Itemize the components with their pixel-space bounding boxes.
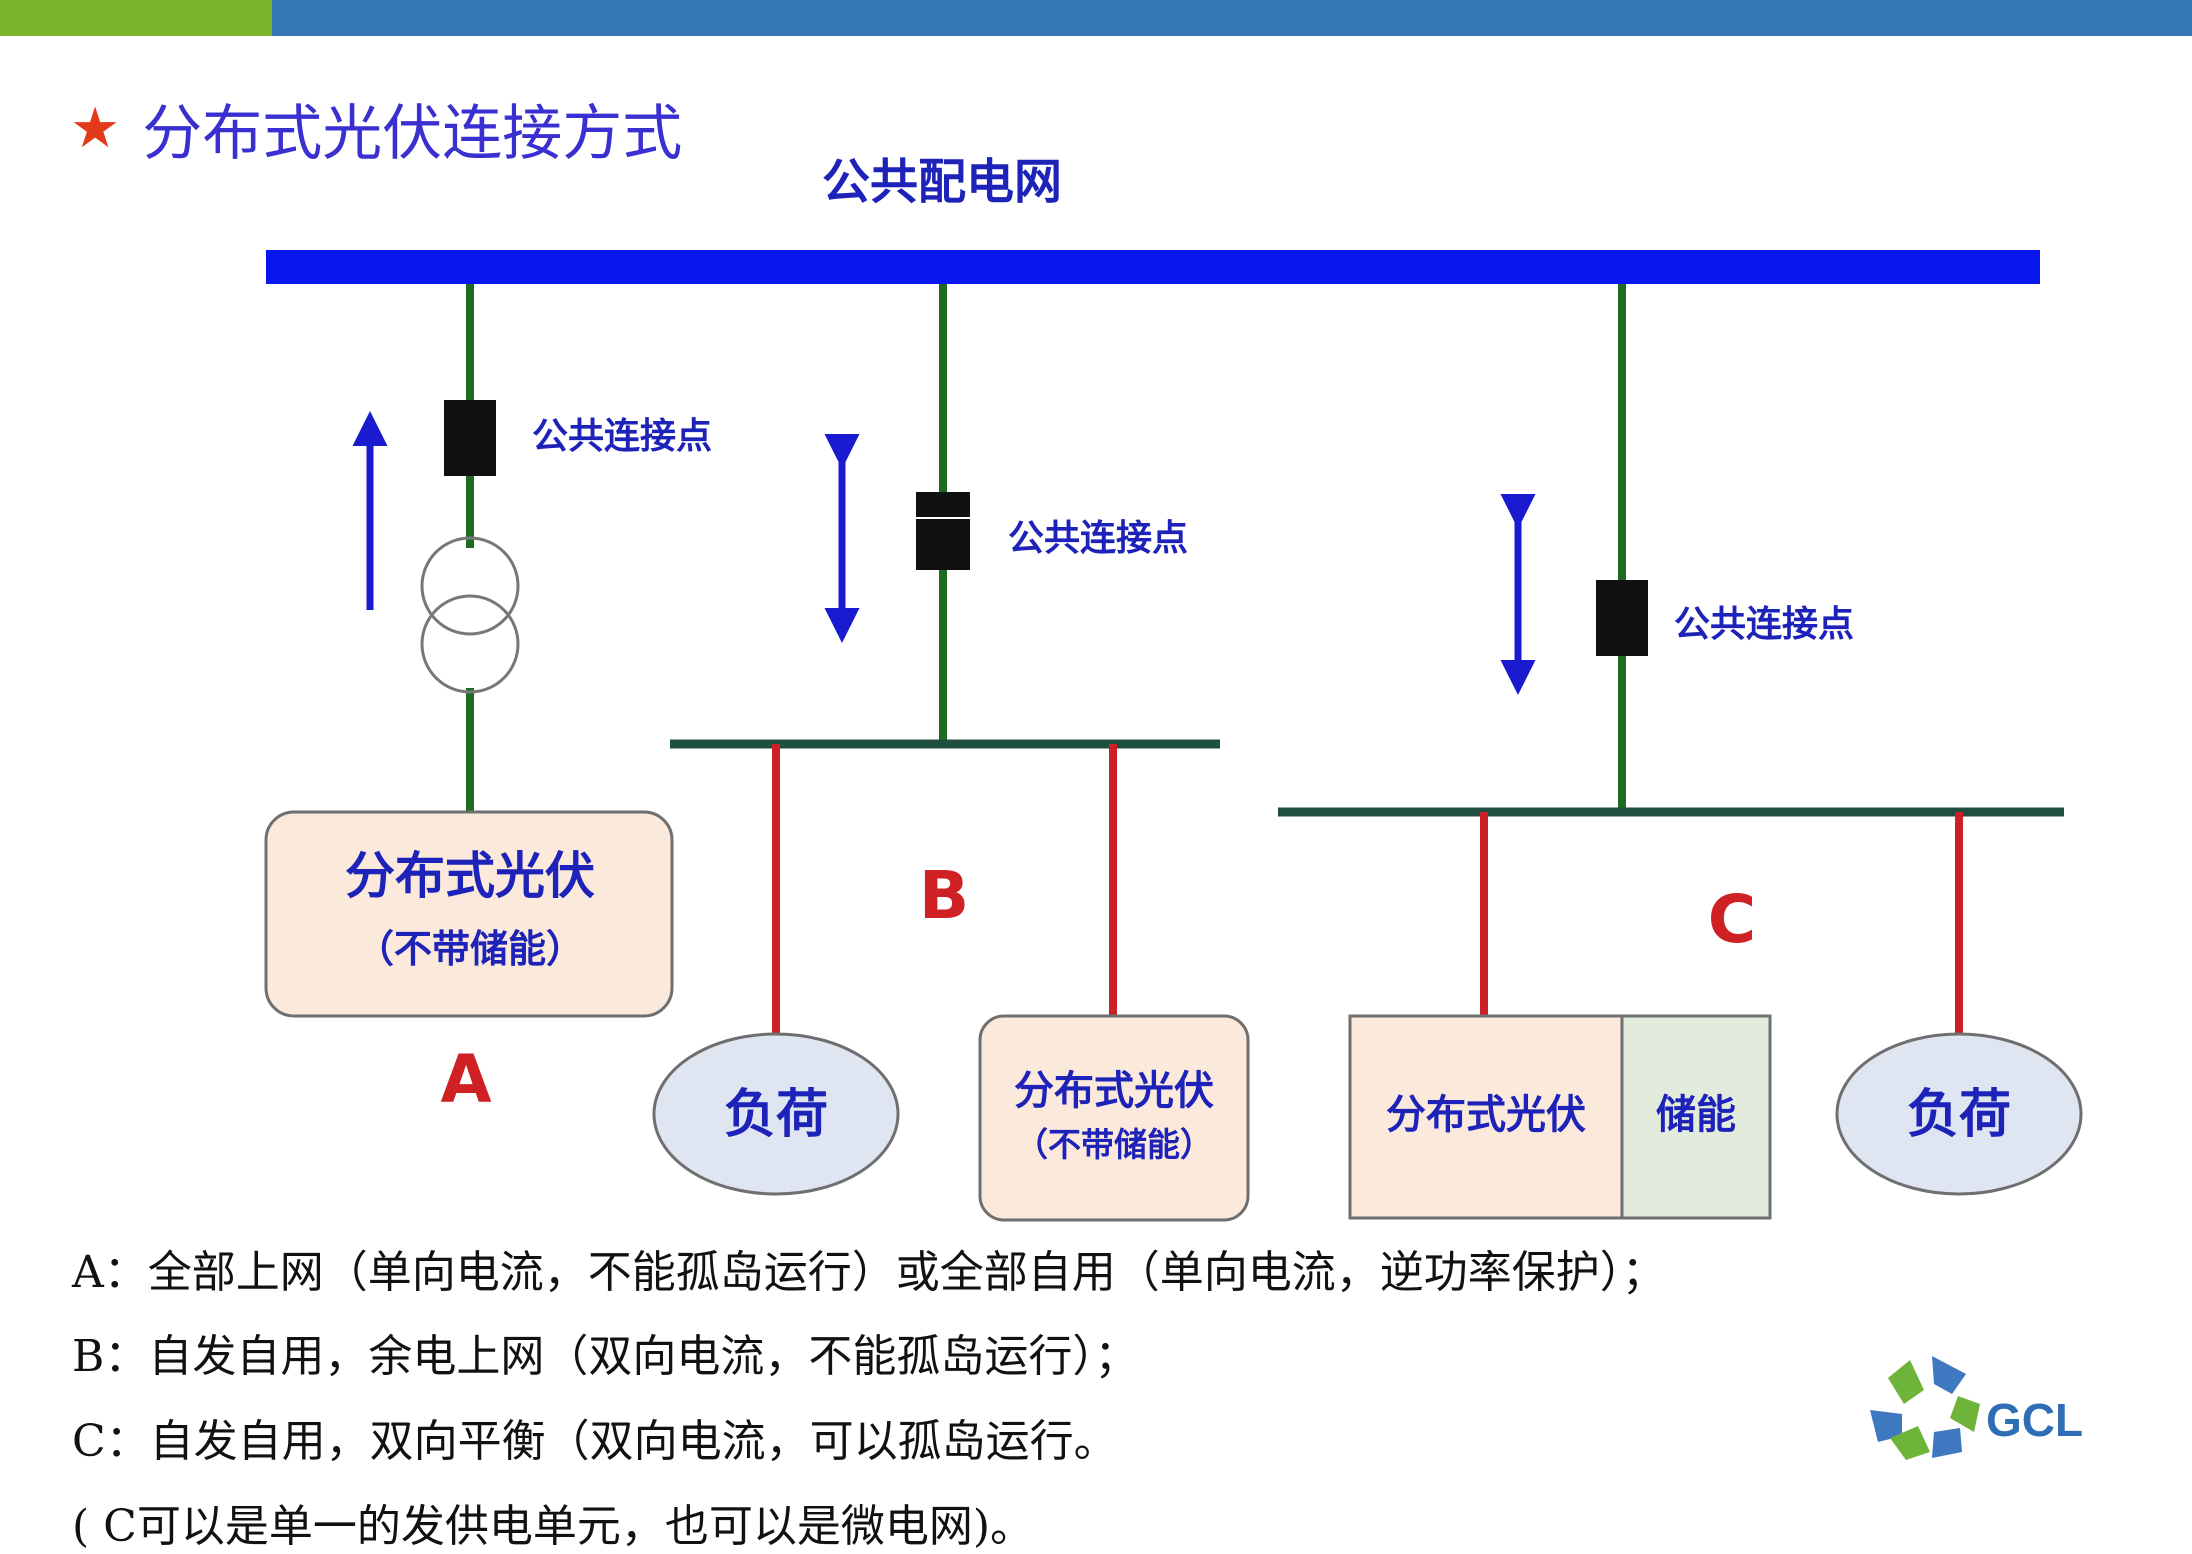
case-c-letter: C: [1708, 881, 1756, 958]
case-a-pcc-label: 公共连接点: [532, 416, 712, 457]
slide-title: ★ 分布式光伏连接方式: [70, 88, 682, 169]
note-c: C：自发自用，双向平衡（双向电流，可以孤岛运行。: [72, 1416, 1118, 1467]
case-b-letter: B: [919, 857, 969, 934]
case-b-pv-title: 分布式光伏: [1014, 1068, 1214, 1114]
top-bar-blue: [272, 0, 2192, 36]
case-b-pv-subtitle: （不带储能）: [1015, 1125, 1213, 1164]
transformer-icon: [420, 536, 520, 636]
case-c-pv-label: 分布式光伏: [1386, 1092, 1586, 1138]
slide-title-text: 分布式光伏连接方式: [142, 98, 683, 169]
case-b-pcc-switch: [916, 492, 970, 570]
star-icon: ★: [70, 95, 121, 161]
gcl-logo-text: GCL: [1986, 1394, 2083, 1446]
case-c-load: [1835, 1032, 2083, 1196]
case-b-pcc-label: 公共连接点: [1008, 518, 1188, 559]
gcl-logo-icon: GCL: [1870, 1356, 2083, 1460]
case-c-pcc-label: 公共连接点: [1674, 604, 1854, 645]
case-c-load-label: 负荷: [1907, 1085, 2011, 1145]
case-b-pv-box: [978, 1014, 1250, 1222]
case-a-pv-title: 分布式光伏: [345, 847, 595, 905]
grid-label: 公共配电网: [822, 154, 1062, 210]
case-c-pcc-switch: [1596, 580, 1648, 656]
case-c-storage-box: [1620, 1014, 1772, 1220]
note-a: A：全部上网（单向电流，不能孤岛运行）或全部自用（单向电流，逆功率保护）；: [72, 1247, 1666, 1298]
top-bar-green: [0, 0, 272, 36]
case-c-pv-box: [1348, 1014, 1624, 1220]
case-c-storage-label: 储能: [1656, 1092, 1736, 1138]
grid-bus: [266, 250, 2040, 284]
note-b: B：自发自用，余电上网（双向电流，不能孤岛运行）；: [72, 1331, 1139, 1382]
case-a-pv-subtitle: （不带储能）: [356, 927, 584, 971]
gcl-logo: GCL: [1862, 1348, 2098, 1466]
case-b-load: [652, 1032, 900, 1196]
case-b-load-label: 负荷: [724, 1085, 828, 1145]
transformer-icon-lower: [420, 594, 520, 694]
case-a-pcc-switch: [444, 400, 496, 476]
case-a-letter: A: [440, 1041, 491, 1118]
case-a-pv-box: [264, 810, 674, 1018]
note-c-detail: ( C可以是单一的发供电单元，也可以是微电网)。: [72, 1501, 1034, 1552]
